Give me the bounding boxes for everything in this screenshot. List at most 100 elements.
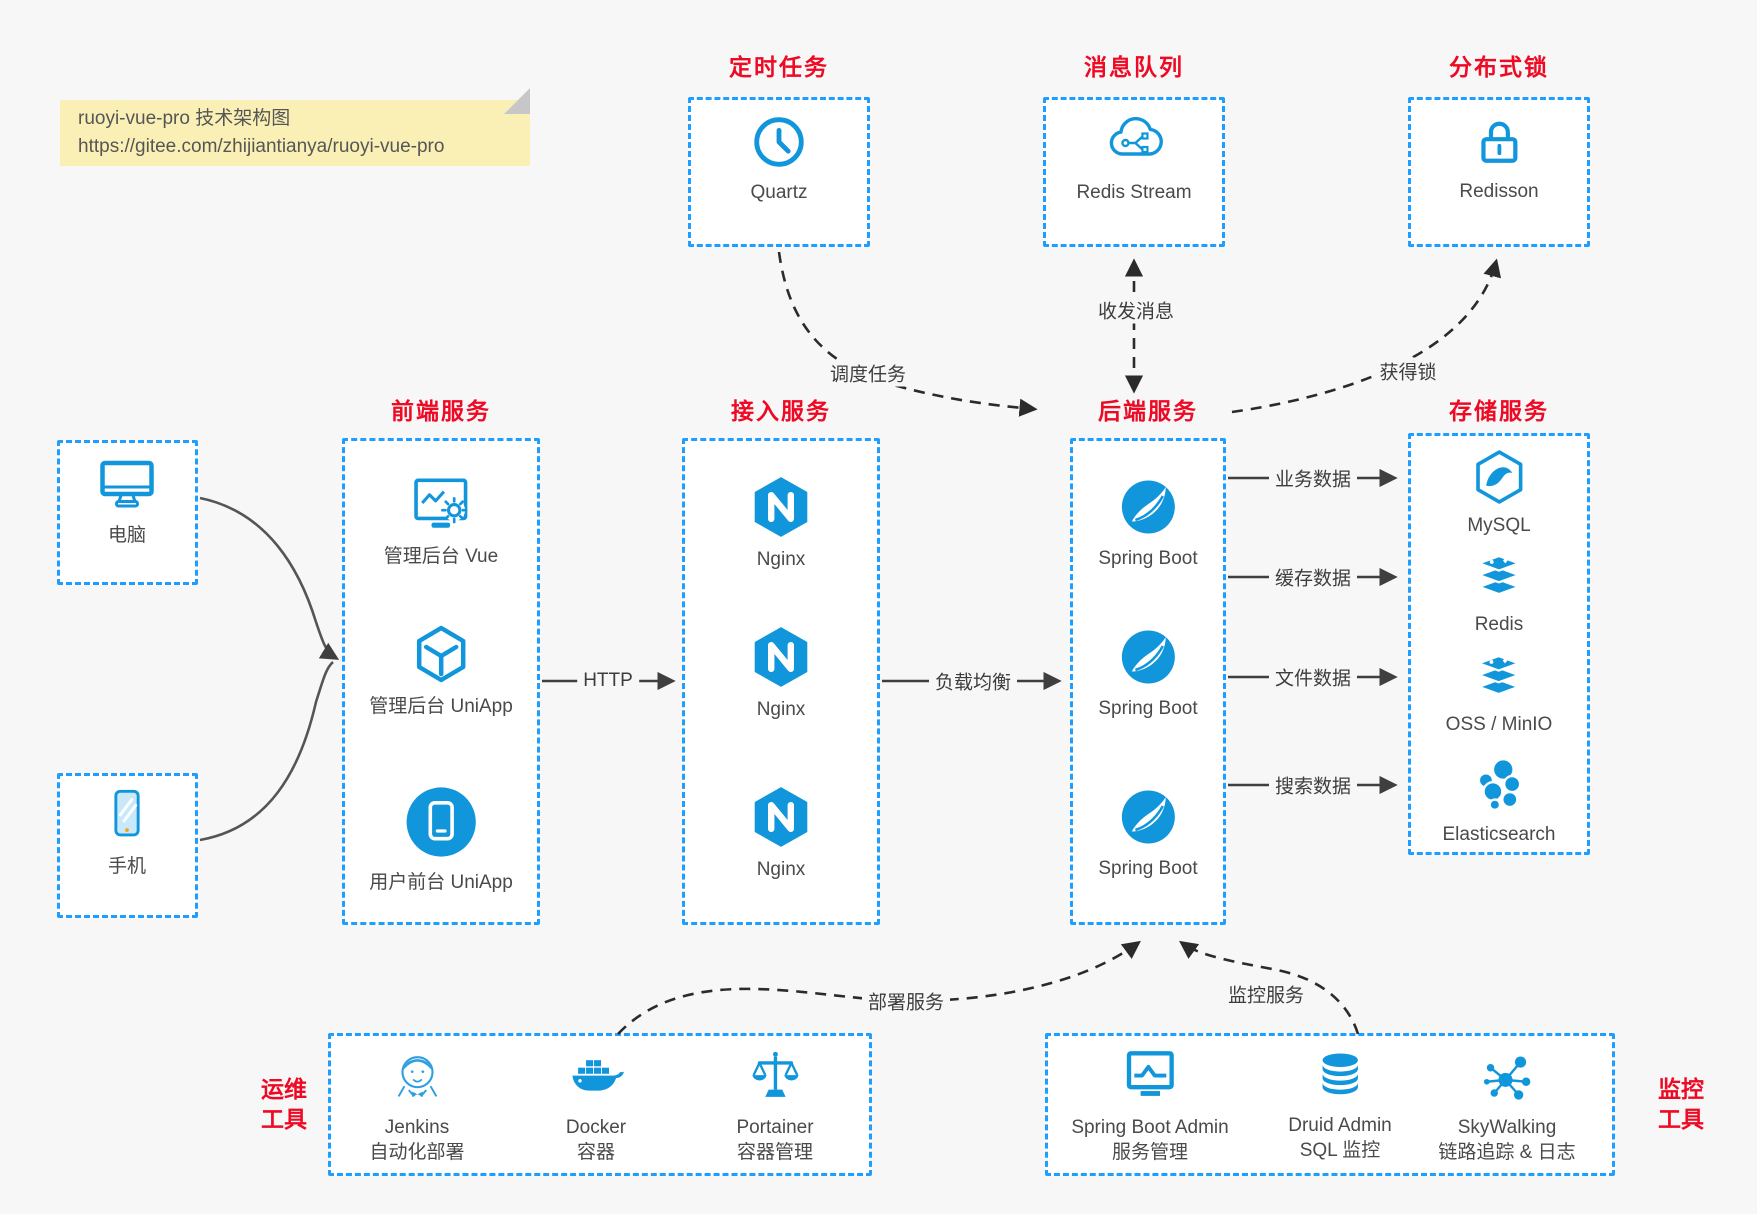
node-elasticsearch: Elasticsearch <box>1443 755 1556 847</box>
label-monitoring-tools: 监控工具 <box>1658 1074 1704 1134</box>
redis-stack-icon <box>1470 647 1528 705</box>
note-url: https://gitee.com/zhijiantianya/ruoyi-vu… <box>78 136 445 157</box>
node-spring-boot-admin: Spring Boot Admin 服务管理 <box>1071 1046 1229 1165</box>
jenkins-icon <box>386 1046 448 1108</box>
node-jenkins-label: Jenkins 自动化部署 <box>369 1115 464 1165</box>
node-portainer-label: Portainer 容器管理 <box>736 1115 813 1165</box>
jenkins-name: Jenkins <box>384 1117 450 1138</box>
node-user-uniapp: 用户前台 UniApp <box>369 781 513 895</box>
portainer-icon <box>744 1046 806 1108</box>
group-box-phone <box>57 773 198 918</box>
node-phone: 手机 <box>96 785 158 879</box>
node-redisson-label: Redisson <box>1459 181 1539 202</box>
node-phone-label: 手机 <box>107 856 146 877</box>
node-user-uniapp-label: 用户前台 UniApp <box>369 872 513 893</box>
lock-icon <box>1469 112 1529 172</box>
docker-name: Docker <box>565 1117 627 1138</box>
node-nginx-2: Nginx <box>748 624 814 722</box>
nginx-icon <box>748 474 814 540</box>
node-admin-uniapp: 管理后台 UniApp <box>369 623 513 719</box>
node-spring-boot-2-label: Spring Boot <box>1098 698 1198 719</box>
node-redis: Redis <box>1470 547 1528 637</box>
note-title: ruoyi-vue-pro 技术架构图 <box>78 108 291 129</box>
edge-label-schedule: 调度任务 <box>823 359 913 387</box>
docker-sublabel: 容器 <box>576 1142 615 1163</box>
node-docker: Docker 容器 <box>566 1048 626 1165</box>
cube-icon <box>409 623 473 687</box>
node-spring-boot-1-label: Spring Boot <box>1098 548 1198 569</box>
node-sba-label: Spring Boot Admin 服务管理 <box>1071 1115 1228 1165</box>
admin-chart-icon <box>1119 1046 1181 1108</box>
edge-label-load-balance: 负载均衡 <box>928 667 1018 695</box>
group-box-pc <box>57 440 198 585</box>
sba-sublabel: 服务管理 <box>1111 1142 1188 1163</box>
spring-icon <box>1116 625 1180 689</box>
node-jenkins: Jenkins 自动化部署 <box>369 1046 465 1165</box>
redis-stack-icon <box>1470 547 1528 605</box>
node-spring-boot-3: Spring Boot <box>1098 785 1198 881</box>
spring-icon <box>1116 785 1180 849</box>
label-devops-tools: 运维工具 <box>261 1074 307 1134</box>
node-spring-boot-1: Spring Boot <box>1098 475 1198 571</box>
monitoring-label-line2: 工具 <box>1658 1106 1704 1132</box>
edge-phone-to-frontend <box>199 661 334 842</box>
node-docker-label: Docker 容器 <box>566 1115 626 1165</box>
node-quartz-label: Quartz <box>750 182 808 203</box>
admin-screen-icon <box>408 471 474 537</box>
node-pc-label: 电脑 <box>107 525 146 546</box>
skywalking-name: SkyWalking <box>1457 1117 1557 1138</box>
node-spring-boot-2: Spring Boot <box>1098 625 1198 721</box>
mysql-icon <box>1470 448 1528 506</box>
title-frontend: 前端服务 <box>391 398 491 424</box>
node-nginx-1-label: Nginx <box>756 549 806 570</box>
sba-name: Spring Boot Admin <box>1071 1117 1229 1138</box>
edge-label-http: HTTP <box>577 670 639 692</box>
network-hub-icon <box>1477 1048 1537 1108</box>
druid-name: Druid Admin <box>1288 1115 1392 1136</box>
node-quartz: Quartz <box>748 111 810 205</box>
druid-sublabel: SQL 监控 <box>1299 1140 1381 1161</box>
title-gateway: 接入服务 <box>731 398 831 424</box>
nginx-icon <box>748 784 814 850</box>
node-nginx-1: Nginx <box>748 474 814 572</box>
docker-icon <box>566 1048 626 1108</box>
edge-label-business-data: 业务数据 <box>1268 464 1358 492</box>
edge-label-file-data: 文件数据 <box>1268 663 1358 691</box>
edge-label-get-lock: 获得锁 <box>1373 357 1443 385</box>
title-backend: 后端服务 <box>1098 398 1198 424</box>
node-oss-minio: OSS / MinIO <box>1445 647 1553 737</box>
edge-label-cache-data: 缓存数据 <box>1268 563 1358 591</box>
edge-label-deploy: 部署服务 <box>861 987 951 1015</box>
node-admin-vue-label: 管理后台 Vue <box>383 546 499 567</box>
edge-pc-to-frontend <box>199 496 340 660</box>
jenkins-sublabel: 自动化部署 <box>369 1142 465 1163</box>
nginx-icon <box>748 624 814 690</box>
node-nginx-2-label: Nginx <box>756 699 806 720</box>
node-mysql-label: MySQL <box>1467 515 1531 536</box>
node-spring-boot-3-label: Spring Boot <box>1098 858 1198 879</box>
clock-icon <box>748 111 810 173</box>
cloud-network-icon <box>1102 109 1166 173</box>
database-icon <box>1311 1048 1369 1106</box>
spring-icon <box>1116 475 1180 539</box>
elasticsearch-icon <box>1469 755 1529 815</box>
portainer-name: Portainer <box>736 1117 814 1138</box>
devops-label-line1: 运维 <box>261 1076 307 1102</box>
portainer-sublabel: 容器管理 <box>736 1142 814 1163</box>
title-lock: 分布式锁 <box>1449 54 1549 80</box>
monitoring-label-line1: 监控 <box>1658 1076 1704 1102</box>
node-admin-uniapp-label: 管理后台 UniApp <box>369 696 513 717</box>
node-nginx-3: Nginx <box>748 784 814 882</box>
node-oss-minio-label: OSS / MinIO <box>1445 714 1553 735</box>
edge-label-message: 收发消息 <box>1091 296 1181 324</box>
edge-label-search-data: 搜索数据 <box>1268 771 1358 799</box>
mobile-icon <box>96 785 158 847</box>
node-redis-stream-label: Redis Stream <box>1076 182 1192 203</box>
node-nginx-3-label: Nginx <box>756 859 806 880</box>
node-redis-label: Redis <box>1474 614 1524 635</box>
